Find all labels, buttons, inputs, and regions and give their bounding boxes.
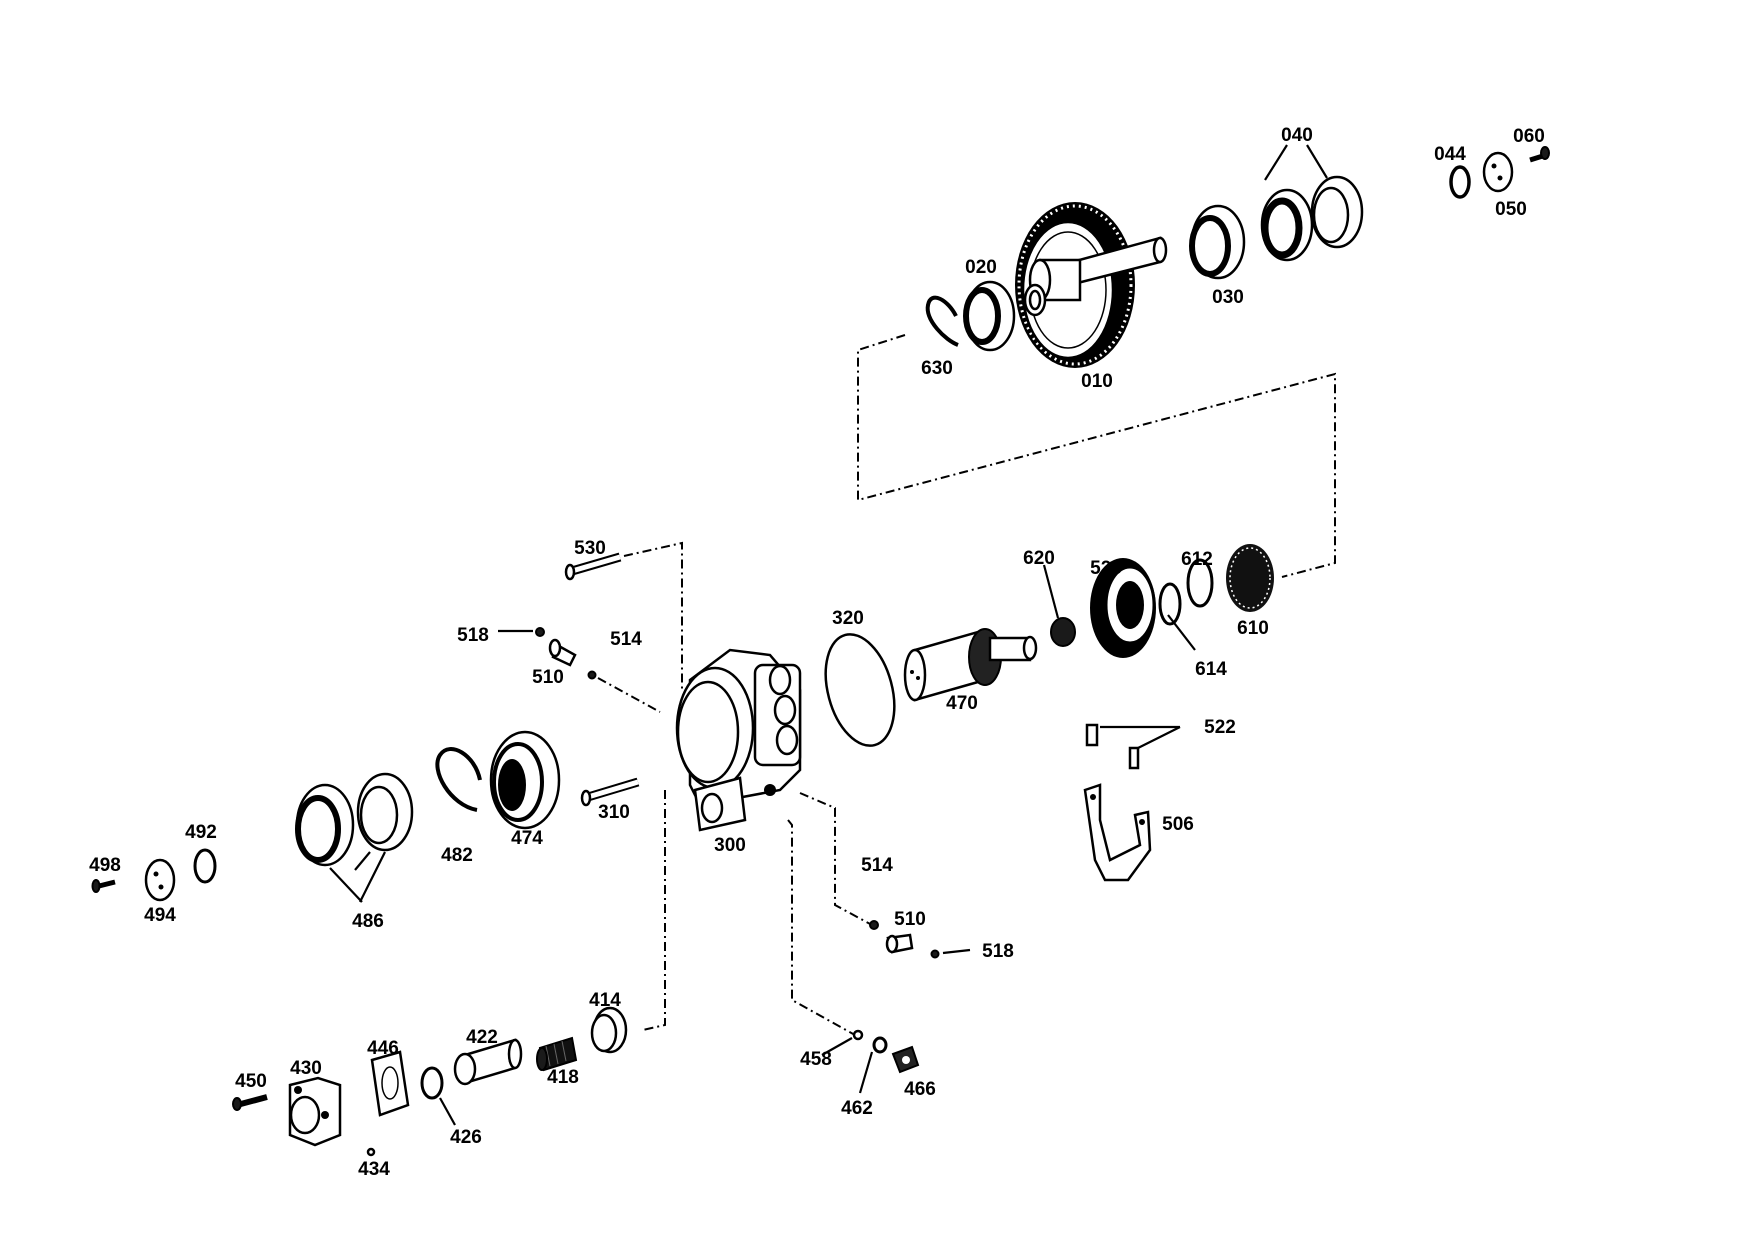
- label-030: 030: [1212, 287, 1244, 308]
- label-446: 446: [367, 1038, 399, 1059]
- label-518-lower: 518: [982, 941, 1014, 962]
- part-494-cap: [144, 858, 176, 902]
- part-050-cap: [1482, 151, 1514, 193]
- part-510-upper-fitting: [548, 638, 577, 667]
- part-470-shaft: [903, 628, 1038, 702]
- label-458: 458: [800, 1049, 832, 1070]
- label-300: 300: [714, 835, 746, 856]
- part-620-sleeve: [1050, 617, 1076, 647]
- label-474: 474: [511, 828, 543, 849]
- part-514-upper-plug: [587, 670, 597, 680]
- connector-530-to-300: [623, 541, 683, 690]
- label-418: 418: [547, 1067, 579, 1088]
- label-060: 060: [1513, 126, 1545, 147]
- label-320: 320: [832, 608, 864, 629]
- part-044-ring: [1449, 165, 1471, 199]
- part-492-ring: [193, 848, 217, 884]
- label-450: 450: [235, 1071, 267, 1092]
- connector-300-to-458: [787, 819, 856, 1036]
- part-612-ring: [1186, 558, 1214, 608]
- label-310: 310: [598, 802, 630, 823]
- label-514-lower: 514: [861, 855, 893, 876]
- connector-300-to-514-lower: [799, 792, 873, 926]
- part-462-ring: [858, 1036, 888, 1094]
- label-492: 492: [185, 822, 217, 843]
- connector-514-to-300: [597, 677, 661, 713]
- connector-lines: [597, 334, 1336, 1036]
- connector-630-to-610: [857, 334, 1336, 578]
- label-506: 506: [1162, 814, 1194, 835]
- leader-lines: [329, 144, 1328, 1126]
- label-040: 040: [1281, 125, 1313, 146]
- part-418-spring: [536, 1036, 578, 1072]
- part-498-screw: [91, 879, 116, 893]
- part-522-clips: [1085, 723, 1181, 770]
- part-320-o-ring: [824, 633, 896, 747]
- part-446-gasket: [370, 1050, 410, 1117]
- part-450-screw: [232, 1094, 268, 1111]
- label-518-upper: 518: [457, 625, 489, 646]
- part-030-bearing: [1189, 204, 1246, 280]
- label-430: 430: [290, 1058, 322, 1079]
- part-040-rings: [1260, 175, 1364, 262]
- part-310-screw: [580, 777, 640, 807]
- label-498: 498: [89, 855, 121, 876]
- label-522: 522: [1204, 717, 1236, 738]
- part-474-bearing: [489, 730, 561, 830]
- label-462: 462: [841, 1098, 873, 1119]
- part-060-screw: [1529, 146, 1550, 163]
- part-482-snap-ring: [435, 747, 482, 812]
- label-510-lower: 510: [894, 909, 926, 930]
- part-300-housing: [675, 648, 802, 832]
- label-020: 020: [965, 257, 997, 278]
- connector-300-to-414: [642, 790, 666, 1031]
- label-514-upper: 514: [610, 629, 642, 650]
- part-486-seals: [295, 772, 414, 867]
- label-044: 044: [1434, 144, 1466, 165]
- part-610-hub: [1226, 544, 1274, 612]
- part-426-ring: [420, 1066, 444, 1100]
- label-526: 526: [1090, 558, 1122, 579]
- part-614-snap-ring: [1158, 582, 1182, 626]
- label-010: 010: [1081, 371, 1113, 392]
- part-010-gear: [1015, 202, 1168, 368]
- label-414: 414: [589, 990, 621, 1011]
- label-050: 050: [1495, 199, 1527, 220]
- part-530-screw: [564, 552, 622, 581]
- part-526-bearing: [1090, 558, 1156, 658]
- label-470: 470: [946, 693, 978, 714]
- label-482: 482: [441, 845, 473, 866]
- part-518-lower-nut: [930, 948, 971, 959]
- part-466-valve: [891, 1045, 920, 1074]
- label-614: 614: [1195, 659, 1227, 680]
- part-434-plug: [366, 1147, 376, 1157]
- part-518-upper-nut: [498, 627, 545, 637]
- part-506-bracket: [1083, 783, 1152, 882]
- part-number-labels: 010 020 030 040 044 050 060 300 310 320 …: [89, 125, 1545, 1180]
- part-458-plug: [821, 1029, 864, 1056]
- label-612: 612: [1181, 549, 1213, 570]
- label-610: 610: [1237, 618, 1269, 639]
- label-510-upper: 510: [532, 667, 564, 688]
- label-630: 630: [921, 358, 953, 379]
- label-494: 494: [144, 905, 176, 926]
- label-530: 530: [574, 538, 606, 559]
- label-466: 466: [904, 1079, 936, 1100]
- label-620: 620: [1023, 548, 1055, 569]
- part-414-cap: [590, 1006, 628, 1054]
- label-486: 486: [352, 911, 384, 932]
- label-434: 434: [358, 1159, 390, 1180]
- label-426: 426: [450, 1127, 482, 1148]
- part-510-lower-fitting: [885, 933, 914, 954]
- part-630-snap-ring: [925, 295, 959, 347]
- part-422-piston: [453, 1038, 523, 1086]
- part-514-lower-plug: [869, 920, 879, 930]
- part-430-cover: [288, 1076, 342, 1147]
- label-422: 422: [466, 1027, 498, 1048]
- part-020-bearing: [963, 280, 1016, 352]
